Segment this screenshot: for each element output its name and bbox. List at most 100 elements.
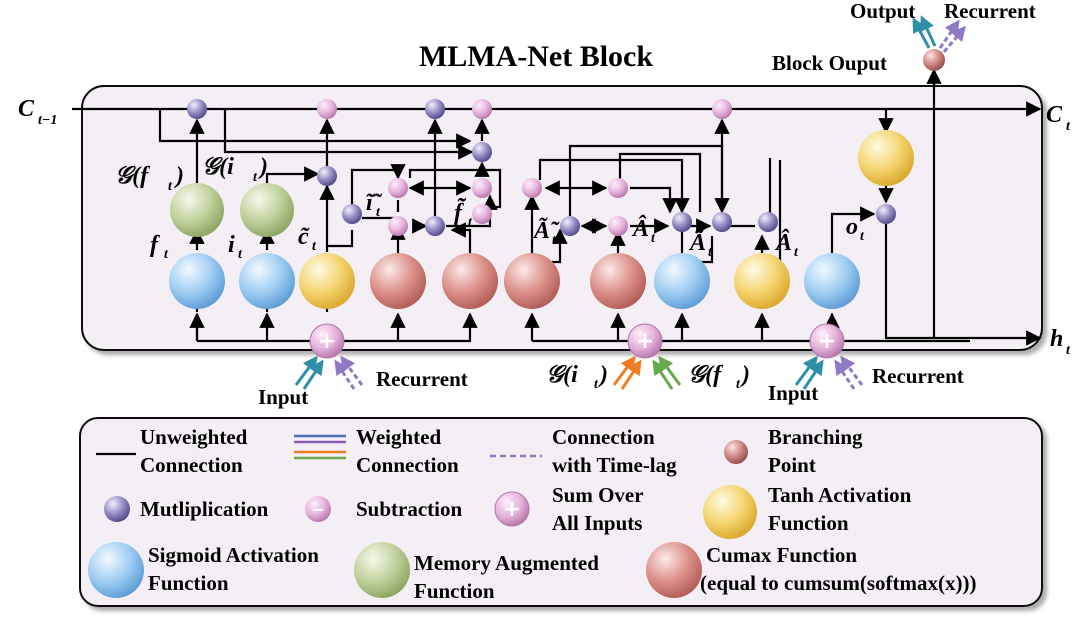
svg-text:t: t [794, 245, 799, 260]
tanh-gate-c [299, 253, 355, 309]
variable-labels: C t−1 C t h t Output Recurrent Block Oup… [18, 0, 1071, 409]
sum-node-3 [712, 99, 732, 119]
svg-text:+: + [503, 497, 521, 522]
svg-text:t: t [468, 215, 473, 230]
svg-text:): ) [598, 362, 608, 388]
svg-text:t: t [594, 377, 599, 392]
label-recurrent-right: Recurrent [872, 364, 964, 388]
connection-lines [72, 68, 1042, 346]
mult-node-8 [672, 212, 692, 232]
legend-sum-1: Sum Over [552, 483, 644, 507]
legend-branching-1: Branching [768, 425, 863, 449]
block-title: MLMA-Net Block [419, 40, 653, 73]
legend-tanh-swatch [703, 485, 757, 539]
label-input-right: Input [768, 381, 818, 405]
legend-frame [79, 417, 1043, 607]
sum-node-2 [472, 99, 492, 119]
legend-unweighted-1: Unweighted [140, 425, 248, 449]
label-recurrent-top: Recurrent [944, 0, 1036, 23]
legend-branching-swatch [724, 440, 748, 464]
label-c-prev-sub: t−1 [38, 113, 57, 128]
sum-inputs-middle [627, 323, 663, 359]
svg-text:t: t [253, 170, 258, 185]
input-arrows [294, 15, 966, 390]
label-g-i: 𝒢(i [202, 154, 234, 180]
gate-nodes [169, 130, 914, 309]
tanh-gate-out [858, 130, 914, 186]
legend-weighted-2: Connection [356, 453, 459, 477]
legend-weighted-1: Weighted [356, 425, 441, 449]
svg-text:t: t [238, 247, 243, 262]
label-a-tilde: Ã [688, 230, 706, 256]
tanh-gate-a [734, 253, 790, 309]
mult-node-9 [712, 212, 732, 232]
memory-gate-f [170, 183, 224, 237]
legend-memory-2: Function [414, 579, 495, 603]
label-c-out-sub: t [1066, 119, 1071, 134]
legend-unweighted-2: Connection [140, 453, 243, 477]
sub-node-1 [388, 178, 408, 198]
legend-weighted-swatch [294, 434, 346, 460]
sigmoid-gate-a [654, 253, 710, 309]
mult-node-10 [758, 212, 778, 232]
sigmoid-gate-f [169, 253, 225, 309]
label-recurrent-left: Recurrent [376, 367, 468, 391]
branching-point-top [923, 49, 945, 71]
label-block-output: Block Ouput [772, 51, 887, 75]
legend-sigmoid-2: Function [148, 571, 229, 595]
sub-node-4 [472, 204, 492, 224]
legend-cumax-2: (equal to cumsum(softmax(x))) [700, 571, 976, 595]
label-o: o [846, 214, 858, 240]
mult-node-2 [425, 99, 445, 119]
mult-node-5 [342, 204, 362, 224]
sub-node-2 [472, 178, 492, 198]
cumax-gate-2 [442, 253, 498, 309]
legend-tanh-2: Function [768, 511, 849, 535]
legend-timelag-1: Connection [552, 425, 655, 449]
legend-sub-swatch [305, 496, 331, 522]
operator-nodes [187, 49, 945, 236]
label-c-out: C [1046, 102, 1063, 128]
label-g-i-bottom: 𝒢(i [546, 362, 578, 388]
sub-node-3 [388, 216, 408, 236]
mult-node-7 [560, 216, 580, 236]
legend-branching-2: Point [768, 453, 816, 477]
legend-sigmoid-1: Sigmoid Activation [148, 543, 319, 567]
legend-sub: Subtraction [356, 497, 463, 521]
legend-timelag-2: with Time-lag [552, 453, 677, 477]
legend-sum-2: All Inputs [552, 511, 642, 535]
svg-text:t: t [168, 179, 173, 194]
mult-node-4 [317, 166, 337, 186]
sub-node-7 [608, 216, 628, 236]
cumax-gate-4 [590, 253, 646, 309]
legend-memory-swatch [354, 542, 410, 598]
svg-text:): ) [740, 362, 750, 388]
svg-text:t: t [312, 239, 317, 254]
svg-text:t: t [651, 231, 656, 246]
cumax-gate-1 [370, 253, 426, 309]
legend-cumax-swatch [646, 542, 702, 598]
svg-text:+: + [818, 329, 836, 354]
label-h-out-sub: t [1066, 343, 1071, 358]
legend-sum-swatch [494, 491, 530, 527]
sigmoid-gate-o [804, 253, 860, 309]
legend-sigmoid-swatch [88, 542, 144, 598]
sum-inputs: + + + [309, 323, 845, 359]
sum-node-1 [317, 99, 337, 119]
cumax-gate-3 [504, 253, 560, 309]
sum-inputs-right [809, 323, 845, 359]
svg-text:): ) [258, 154, 268, 180]
label-h-out: h [1050, 326, 1063, 352]
svg-text:+: + [318, 329, 336, 354]
svg-text:+: + [636, 329, 654, 354]
svg-text:): ) [174, 163, 184, 189]
svg-text:t: t [552, 233, 557, 248]
label-a-hat-1: Â [631, 215, 649, 242]
mult-node-out [876, 204, 896, 224]
svg-text:t: t [708, 245, 713, 260]
legend: Unweighted Connection Weighted Connectio… [88, 425, 976, 603]
svg-text:t: t [736, 377, 741, 392]
svg-text:t: t [164, 247, 169, 262]
